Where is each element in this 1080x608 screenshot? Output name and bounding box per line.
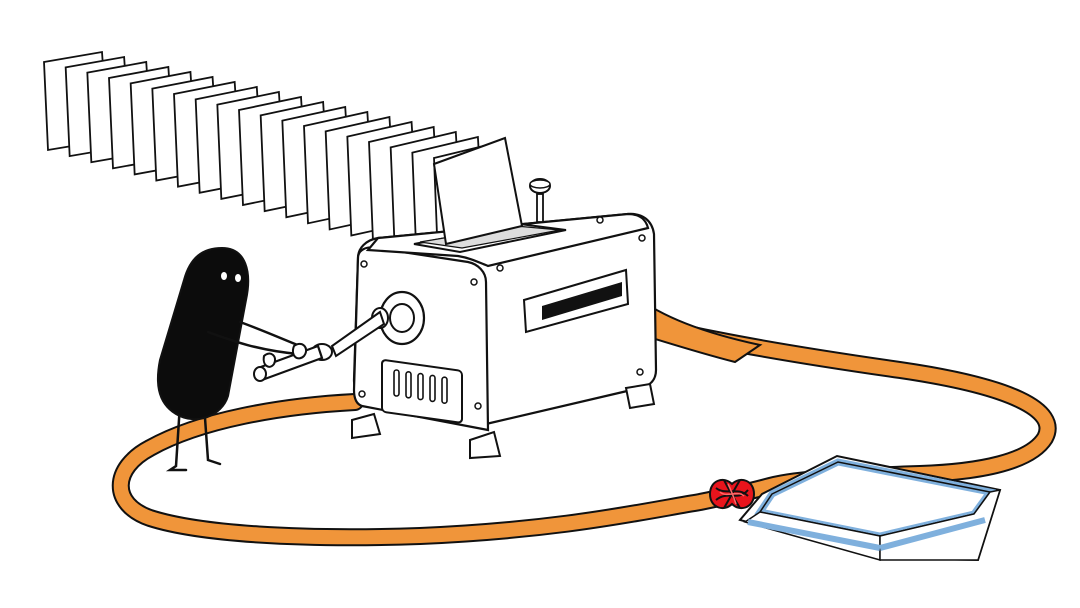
vent-slot xyxy=(417,372,424,401)
vent-slot xyxy=(441,376,448,405)
crank-handle-icon xyxy=(330,310,386,358)
vent-slots xyxy=(393,369,448,405)
vent-slot xyxy=(405,370,412,399)
paper-stack xyxy=(43,50,507,262)
tray xyxy=(738,454,1002,562)
paper-sheet-icon xyxy=(432,136,524,246)
machine xyxy=(253,136,658,460)
creature xyxy=(156,246,308,472)
vent-slot xyxy=(429,374,436,403)
knot-icon xyxy=(708,478,756,510)
vent-slot xyxy=(393,369,400,397)
